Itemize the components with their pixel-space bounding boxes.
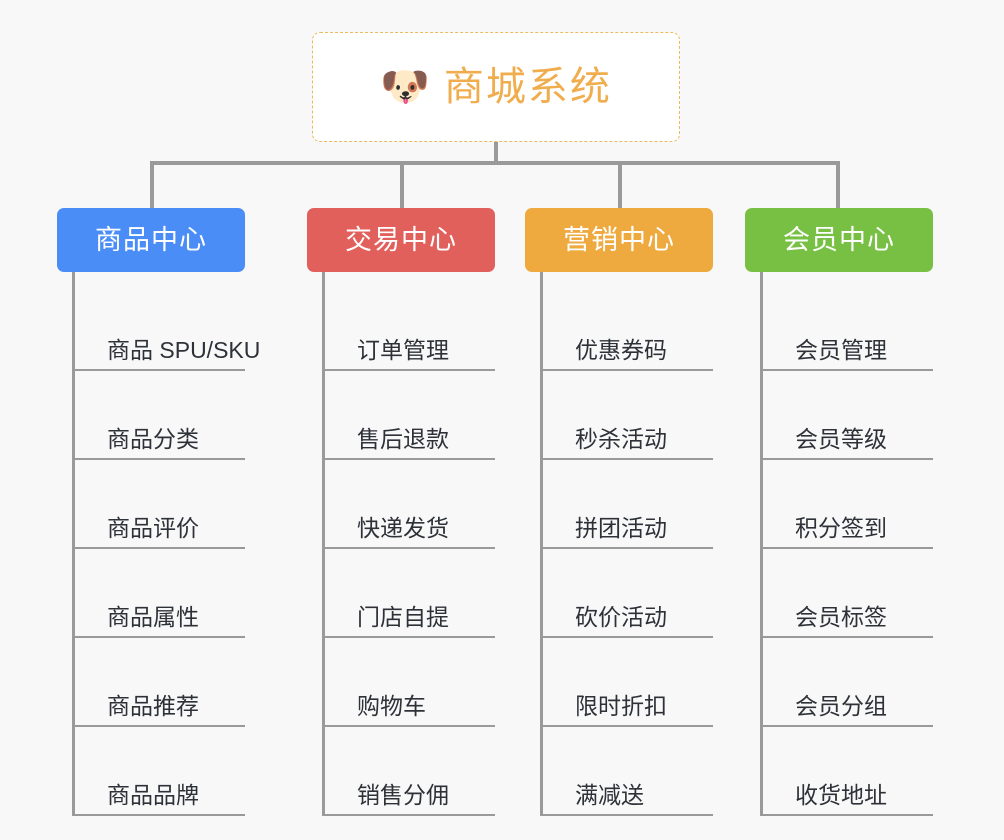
list-item[interactable]: 购物车 [325,638,495,727]
list-item[interactable]: 拼团活动 [543,460,713,549]
leaf-label: 会员等级 [795,426,887,452]
list-item[interactable]: 商品分类 [75,371,245,460]
branch-marketing-center: 营销中心 优惠券码 秒杀活动 拼团活动 砍价活动 限时折扣 满减送 [525,208,713,816]
root-title: 商城系统 [443,65,612,109]
root-node[interactable]: 🐶 商城系统 [312,32,680,142]
list-item[interactable]: 会员管理 [763,282,933,371]
leaf-label: 门店自提 [357,604,449,630]
leaf-label: 订单管理 [357,337,449,363]
connector-drop-2 [400,161,404,209]
branch-member-center: 会员中心 会员管理 会员等级 积分签到 会员标签 会员分组 收货地址 [745,208,933,816]
list-item[interactable]: 优惠券码 [543,282,713,371]
leaf-label: 商品评价 [107,515,199,541]
list-item[interactable]: 收货地址 [763,727,933,816]
child-list-product-center: 商品 SPU/SKU 商品分类 商品评价 商品属性 商品推荐 商品品牌 [72,272,260,816]
list-item[interactable]: 会员标签 [763,549,933,638]
leaf-label: 会员标签 [795,604,887,630]
category-header-marketing-center[interactable]: 营销中心 [525,208,713,272]
list-item[interactable]: 门店自提 [325,549,495,638]
leaf-label: 拼团活动 [575,515,667,541]
list-item[interactable]: 商品品牌 [75,727,245,816]
child-list-member-center: 会员管理 会员等级 积分签到 会员标签 会员分组 收货地址 [760,272,933,816]
list-item[interactable]: 售后退款 [325,371,495,460]
list-item[interactable]: 订单管理 [325,282,495,371]
list-item[interactable]: 秒杀活动 [543,371,713,460]
leaf-label: 快递发货 [357,515,449,541]
leaf-label: 销售分佣 [357,782,449,808]
leaf-label: 会员管理 [795,337,887,363]
list-item[interactable]: 满减送 [543,727,713,816]
leaf-label: 积分签到 [795,515,887,541]
child-list-trade-center: 订单管理 售后退款 快递发货 门店自提 购物车 销售分佣 [322,272,495,816]
list-item[interactable]: 商品推荐 [75,638,245,727]
list-item[interactable]: 快递发货 [325,460,495,549]
connector-drop-3 [618,161,622,209]
list-item[interactable]: 会员分组 [763,638,933,727]
connector-horizontal-bar [150,161,840,165]
leaf-label: 商品分类 [107,426,199,452]
list-item[interactable]: 积分签到 [763,460,933,549]
category-header-trade-center[interactable]: 交易中心 [307,208,495,272]
branch-product-center: 商品中心 商品 SPU/SKU 商品分类 商品评价 商品属性 商品推荐 商品品牌 [57,208,260,816]
leaf-label: 商品属性 [107,604,199,630]
leaf-label: 优惠券码 [575,337,667,363]
leaf-label: 砍价活动 [575,604,667,630]
leaf-label: 秒杀活动 [575,426,667,452]
leaf-label: 满减送 [575,782,644,808]
list-item[interactable]: 销售分佣 [325,727,495,816]
list-item[interactable]: 商品 SPU/SKU [75,282,260,371]
list-item[interactable]: 商品属性 [75,549,245,638]
leaf-label: 会员分组 [795,693,887,719]
leaf-label: 商品推荐 [107,693,199,719]
list-item[interactable]: 会员等级 [763,371,933,460]
connector-drop-1 [150,161,154,209]
leaf-label: 售后退款 [357,426,449,452]
child-list-marketing-center: 优惠券码 秒杀活动 拼团活动 砍价活动 限时折扣 满减送 [540,272,713,816]
leaf-label: 限时折扣 [575,693,667,719]
branch-trade-center: 交易中心 订单管理 售后退款 快递发货 门店自提 购物车 销售分佣 [307,208,495,816]
category-header-member-center[interactable]: 会员中心 [745,208,933,272]
list-item[interactable]: 限时折扣 [543,638,713,727]
connector-drop-4 [836,161,840,209]
leaf-label: 商品品牌 [107,782,199,808]
list-item[interactable]: 砍价活动 [543,549,713,638]
list-item[interactable]: 商品评价 [75,460,245,549]
leaf-label: 收货地址 [795,782,887,808]
dog-face-icon: 🐶 [380,65,430,109]
leaf-label: 商品 SPU/SKU [107,337,261,363]
category-header-product-center[interactable]: 商品中心 [57,208,245,272]
leaf-label: 购物车 [357,693,426,719]
connector-stem [494,142,498,163]
